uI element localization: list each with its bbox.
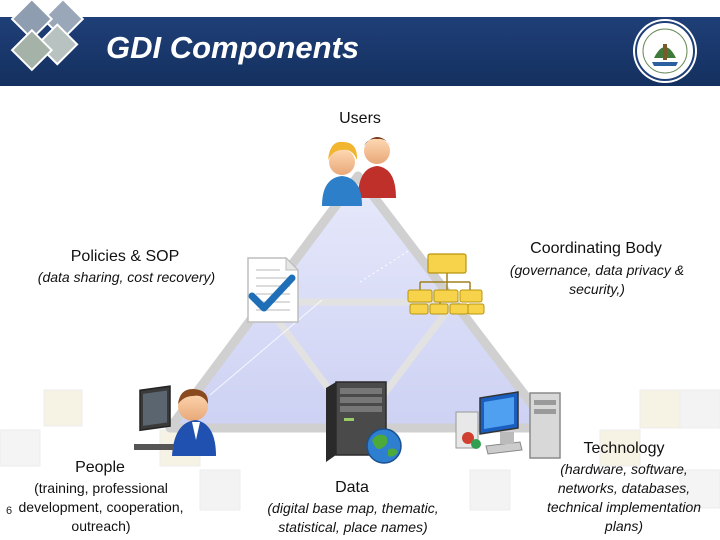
coordinating-body-label: Coordinating Body [530, 240, 662, 257]
people-label: People [75, 459, 125, 476]
data-label: Data [335, 479, 369, 496]
document-check-icon [247, 256, 300, 323]
slide-title: GDI Components [106, 30, 360, 65]
page-number: 6 [6, 505, 13, 517]
server-globe-icon [326, 381, 402, 464]
header-bar: GDI Components [0, 0, 720, 86]
header-photo-collage [10, 0, 85, 72]
university-seal-icon [633, 19, 697, 83]
data-description: (digital base map, thematic, statistical… [267, 500, 439, 535]
users-label: Users [339, 110, 381, 127]
triangle-inner [260, 298, 458, 432]
org-chart-icon [407, 253, 485, 315]
coordinating-body-description: (governance, data privacy & security,) [509, 262, 685, 297]
technology-label: Technology [583, 440, 665, 457]
people-description: (training, professional development, coo… [18, 480, 184, 534]
policies-label: Policies & SOP [70, 248, 180, 265]
person-computer-icon [134, 385, 216, 456]
technology-description: (hardware, software, networks, databases… [546, 461, 702, 534]
policies-description: (data sharing, cost recovery) [37, 269, 216, 285]
users-icon [322, 137, 396, 206]
computer-equipment-icon [455, 391, 561, 459]
